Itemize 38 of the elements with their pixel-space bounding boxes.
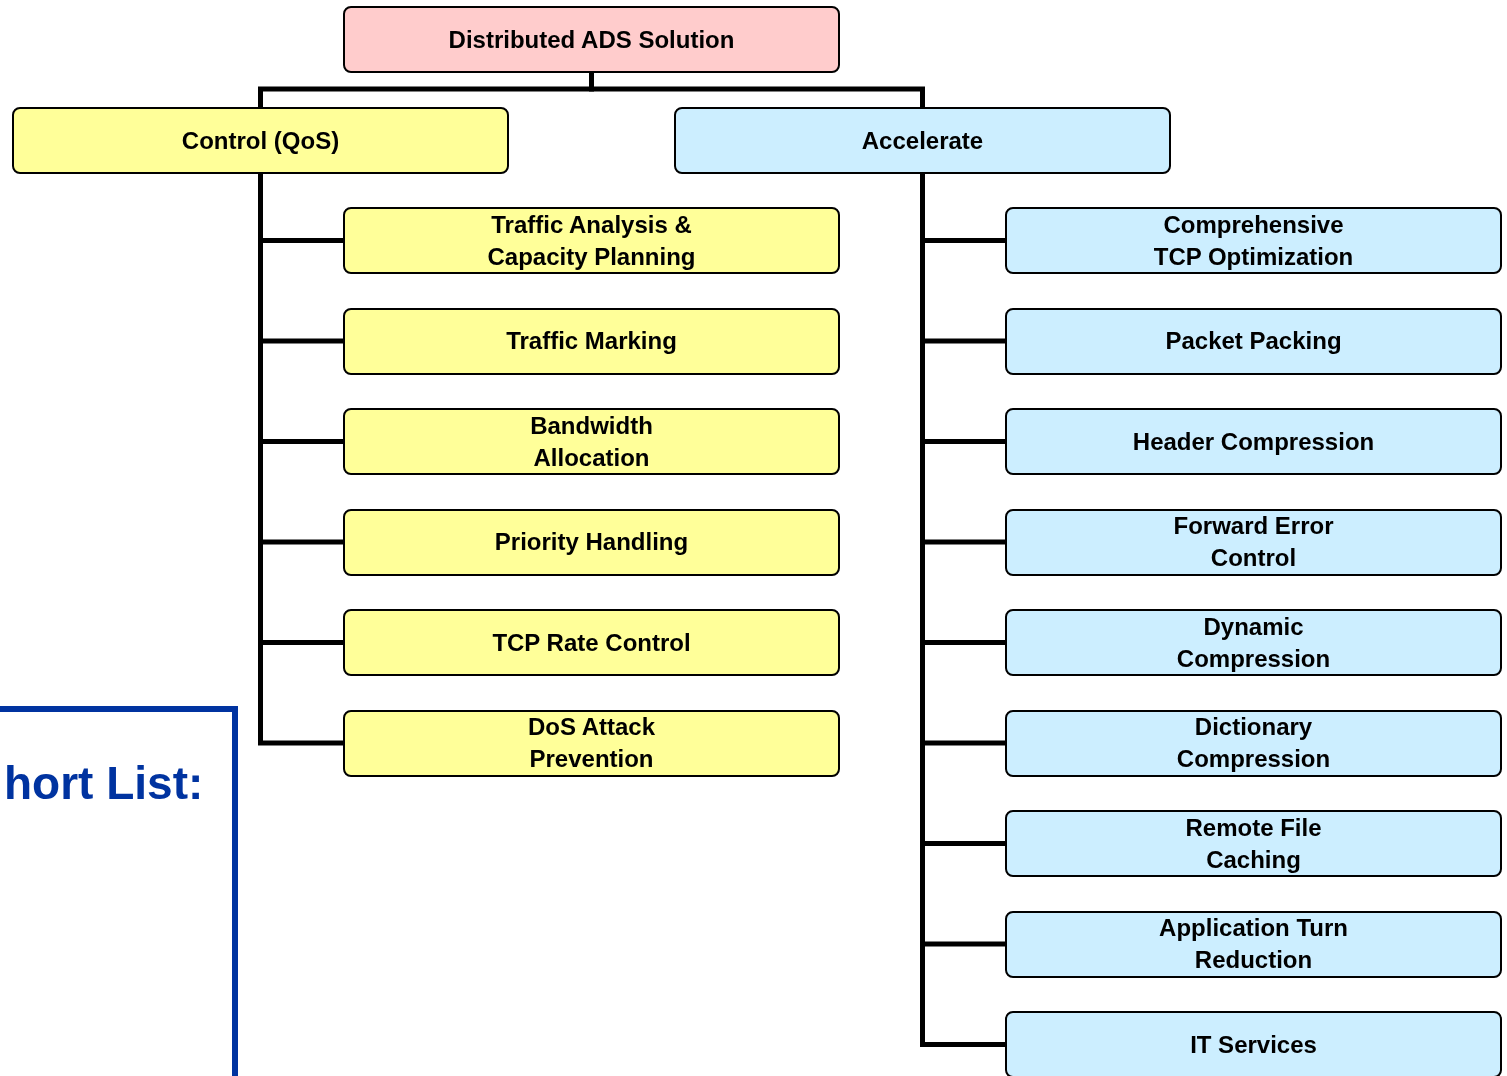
- box-label: Application Turn Reduction: [1158, 913, 1349, 975]
- category-box: [1005, 408, 1502, 475]
- category-box: [1005, 810, 1502, 877]
- box-label: Traffic Analysis & Capacity Planning: [486, 209, 697, 272]
- box-label: Priority Handling: [494, 527, 689, 557]
- box-label: Traffic Marking: [506, 326, 677, 356]
- category-box: [12, 107, 509, 174]
- category-box: [1005, 207, 1502, 274]
- category-box: [343, 408, 840, 475]
- list-panel: [0, 706, 238, 1076]
- box-label: Distributed ADS Solution: [448, 24, 735, 55]
- category-box: [1005, 1011, 1502, 1076]
- category-box: [1005, 508, 1502, 576]
- category-box: [343, 609, 840, 676]
- box-label: Accelerate: [861, 125, 984, 156]
- category-box: [674, 107, 1171, 174]
- box-label: TCP Rate Control: [492, 627, 691, 658]
- category-box: [1005, 910, 1502, 978]
- box-label: IT Services: [1190, 1029, 1317, 1060]
- category-box: [343, 6, 840, 73]
- box-label: Forward Error Control: [1172, 511, 1335, 573]
- box-label: Remote File Caching: [1184, 812, 1323, 875]
- category-box: [343, 709, 840, 777]
- category-box: [343, 207, 840, 274]
- category-box: [1005, 609, 1502, 676]
- category-box: [343, 307, 840, 375]
- list-heading: hort List:: [4, 758, 204, 808]
- box-label: Comprehensive TCP Optimization: [1152, 209, 1355, 272]
- box-label: Header Compression: [1132, 426, 1375, 457]
- category-box: [343, 508, 840, 576]
- box-label: Packet Packing: [1165, 326, 1342, 356]
- box-label: DoS Attack Prevention: [526, 712, 657, 774]
- box-label: Bandwidth Allocation: [529, 410, 654, 473]
- box-label: Control (QoS): [181, 125, 340, 156]
- category-box: [1005, 709, 1502, 777]
- box-label: Dynamic Compression: [1175, 611, 1332, 674]
- box-label: Dictionary Compression: [1175, 712, 1332, 774]
- category-box: [1005, 307, 1502, 375]
